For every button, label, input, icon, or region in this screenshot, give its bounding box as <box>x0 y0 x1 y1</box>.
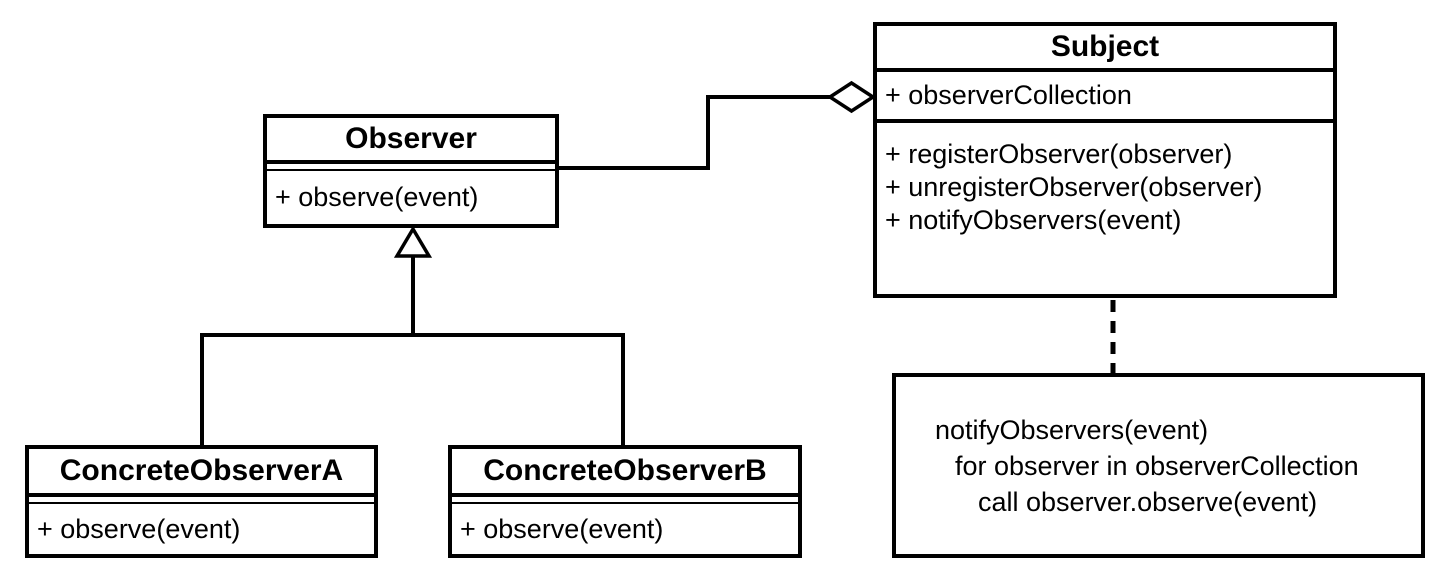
inheritance-triangle-icon <box>393 225 433 258</box>
concrete-observer-b-attributes-compartment <box>452 497 798 504</box>
class-title-concrete-observer-b: ConcreteObserverB <box>452 449 798 497</box>
method-label: + observe(event) <box>460 513 664 544</box>
class-box-concrete-observer-b: ConcreteObserverB + observe(event) <box>448 445 802 558</box>
subject-methods-compartment: + registerObserver(observer) + unregiste… <box>877 123 1333 294</box>
class-box-concrete-observer-a: ConcreteObserverA + observe(event) <box>25 445 378 558</box>
note-line: notifyObservers(event) <box>935 414 1209 445</box>
aggregation-diamond-icon <box>826 80 877 114</box>
method-label: + observe(event) <box>37 513 241 544</box>
note-line: for observer in observerCollection <box>955 450 1359 481</box>
class-box-observer: Observer + observe(event) <box>263 114 559 228</box>
class-title-subject: Subject <box>877 26 1333 72</box>
observer-methods-compartment: + observe(event) <box>267 171 555 224</box>
subject-attributes-compartment: + observerCollection <box>877 72 1333 123</box>
method-label: + observe(event) <box>275 182 479 212</box>
class-title-concrete-observer-a: ConcreteObserverA <box>29 449 374 497</box>
concrete-observer-a-methods-compartment: + observe(event) <box>29 504 374 554</box>
method-label: + notifyObservers(event) <box>885 205 1182 235</box>
class-box-subject: Subject + observerCollection + registerO… <box>873 22 1337 298</box>
aggregation-connector-line <box>559 95 830 170</box>
note-line: call observer.observe(event) <box>978 486 1318 517</box>
method-label: + registerObserver(observer) <box>885 139 1233 169</box>
inheritance-branch-line <box>200 333 625 447</box>
concrete-observer-a-attributes-compartment <box>29 497 374 504</box>
concrete-observer-b-methods-compartment: + observe(event) <box>452 504 798 554</box>
attribute-label: + observerCollection <box>885 80 1132 110</box>
pseudocode-note-box: notifyObservers(event) for observer in o… <box>892 373 1425 558</box>
method-label: + unregisterObserver(observer) <box>885 172 1263 202</box>
class-title-observer: Observer <box>267 118 555 164</box>
observer-attributes-compartment <box>267 164 555 171</box>
